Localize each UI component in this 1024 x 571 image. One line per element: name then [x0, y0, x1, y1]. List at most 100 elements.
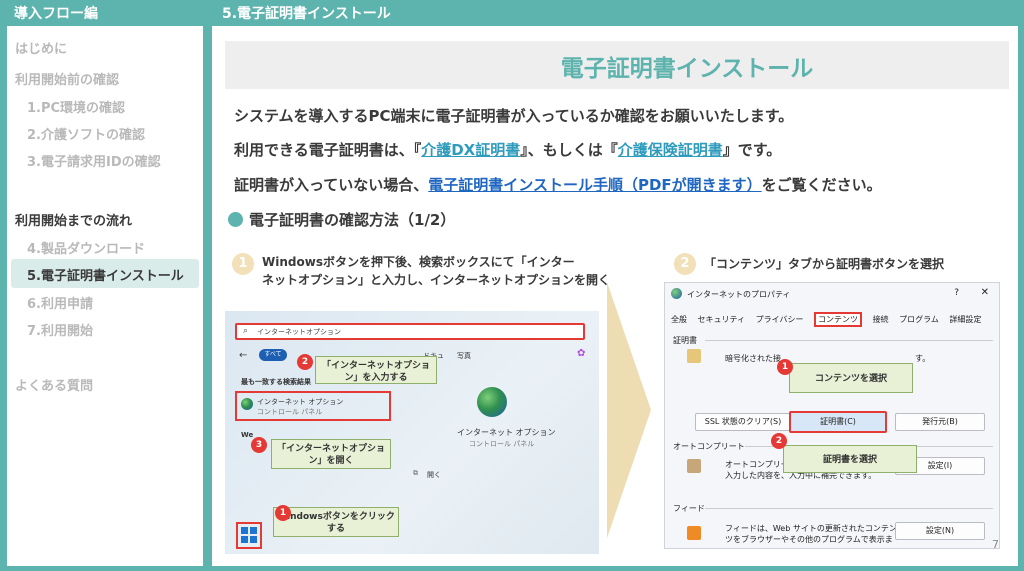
autocomplete-icon: [687, 459, 701, 473]
feeds-text-2: ツをブラウザーやその他のプログラムで表示ま: [725, 535, 893, 544]
step-1-description: Windowsボタンを押下後、検索ボックスにて「インター ネットオプション」と入…: [262, 253, 610, 289]
callout-1-number: 1: [777, 359, 793, 375]
tab-privacy[interactable]: プライバシー: [755, 315, 804, 324]
link-kaigo-dx-cert[interactable]: 介護DX証明書: [421, 141, 521, 159]
callout-3-number: 3: [251, 437, 267, 453]
section-heading: 電子証明書の確認方法（1/2）: [228, 209, 455, 230]
sidebar-item-cert-install[interactable]: 5.電子証明書インストール: [11, 259, 199, 288]
cert-section-label: 証明書: [673, 336, 697, 345]
sidebar-item-pc-env[interactable]: 1.PC環境の確認: [27, 101, 126, 116]
page-heading: 5.電子証明書インストール: [222, 6, 391, 22]
tab-content[interactable]: コンテンツ: [814, 312, 863, 327]
callout-select-certificate: 証明書を選択: [783, 445, 917, 473]
section-title: 導入フロー編: [14, 6, 98, 22]
preview-subtitle: コントロール パネル: [469, 440, 535, 448]
sidebar: はじめに 利用開始前の確認 1.PC環境の確認 2.介護ソフトの確認 3.電子請…: [7, 26, 203, 566]
internet-properties-dialog: インターネットのプロパティ ? ✕ 全般 セキュリティ プライバシー コンテンツ…: [664, 282, 1000, 549]
step-2-number: 2: [674, 253, 696, 275]
intro-line-3-text-b: をご覧ください。: [761, 176, 882, 194]
autocomplete-text-2: 入力した内容を、入力中に補完できます。: [725, 471, 877, 480]
open-icon: ⧉: [413, 469, 418, 477]
preview-internet-options-icon: [477, 387, 507, 417]
autocomplete-settings-button[interactable]: 設定(I): [895, 457, 985, 475]
feeds-settings-button[interactable]: 設定(N): [895, 522, 985, 540]
internet-options-icon: [241, 398, 253, 410]
search-input[interactable]: ⌕ インターネットオプション: [235, 323, 585, 340]
page-number: 7: [992, 538, 999, 551]
filter-all[interactable]: すべて: [259, 349, 287, 361]
sidebar-item-start[interactable]: 7.利用開始: [27, 324, 93, 339]
callout-type-internet-options: 「インターネットオプション」を入力する: [315, 356, 437, 384]
rss-feed-icon: [687, 526, 701, 540]
search-input-text: インターネットオプション: [257, 328, 341, 336]
close-icon[interactable]: ✕: [980, 287, 989, 298]
link-kaigo-hoken-cert[interactable]: 介護保険証明書: [617, 141, 723, 159]
cert-description: 暗号化された接: [725, 354, 781, 363]
callout-2-number: 2: [297, 354, 313, 370]
sidebar-item-application[interactable]: 6.利用申請: [27, 297, 93, 312]
tab-general[interactable]: 全般: [671, 315, 687, 324]
divider: [705, 340, 993, 341]
step-1-number: 1: [232, 253, 254, 275]
callout-click-windows: Windowsボタンをクリックする: [273, 507, 399, 537]
result-title: インターネット オプション: [257, 398, 344, 406]
page-title: 電子証明書インストール: [560, 56, 814, 82]
intro-line-3-text-a: 証明書が入っていない場合、: [234, 176, 429, 194]
help-icon[interactable]: ?: [954, 288, 959, 298]
feeds-section-label: フィード: [673, 504, 705, 513]
result-subtitle: コントロール パネル: [257, 408, 323, 416]
dialog-title: インターネットのプロパティ: [687, 290, 791, 299]
intro-line-3: 証明書が入っていない場合、電子証明書インストール手順（PDFが開きます）をご覧く…: [234, 174, 882, 195]
preview-title: インターネット オプション: [457, 428, 556, 437]
sidebar-item-faq[interactable]: よくある質問: [15, 379, 94, 394]
intro-line-2: 利用できる電子証明書は、『介護DX証明書』、もしくは『介護保険証明書』です。: [234, 139, 781, 160]
windows-search-screenshot: ⌕ インターネットオプション ← すべて ドキュ 写真 ✿ 最も一致する検索結果…: [225, 311, 599, 554]
best-match-label: 最も一致する検索結果: [241, 378, 311, 386]
dialog-tabs: 全般 セキュリティ プライバシー コンテンツ 接続 プログラム 詳細設定: [671, 312, 989, 327]
copilot-icon[interactable]: ✿: [577, 348, 586, 359]
certificates-button[interactable]: 証明書(C): [789, 411, 887, 433]
intro-line-2-text-b: 』、もしくは『: [520, 141, 618, 159]
clear-ssl-button[interactable]: SSL 状態のクリア(S): [695, 413, 791, 431]
internet-explorer-icon: [671, 288, 682, 299]
search-result-item[interactable]: [235, 391, 391, 421]
publishers-button[interactable]: 発行元(B): [895, 413, 985, 431]
title-banner: 電子証明書インストール: [225, 41, 1009, 89]
tab-advanced[interactable]: 詳細設定: [949, 315, 982, 324]
feeds-text-1: フィードは、Web サイトの更新されたコンテン: [725, 524, 897, 533]
step-1-line-2: ネットオプション」と入力し、インターネットオプションを開く: [262, 273, 611, 287]
windows-button-highlight: [236, 522, 262, 549]
sidebar-item-pre-check[interactable]: 利用開始前の確認: [15, 73, 120, 88]
autocomplete-text-1: オートコンプリート: [725, 460, 797, 469]
filter-photos[interactable]: 写真: [457, 352, 471, 360]
preview-open[interactable]: 開く: [427, 471, 441, 479]
autocomplete-section-label: オートコンプリート: [673, 442, 745, 451]
divider: [705, 508, 993, 509]
intro-line-2-text-a: 利用できる電子証明書は、『: [234, 141, 422, 159]
cert-description-tail: す。: [915, 354, 931, 363]
windows-start-icon[interactable]: [241, 527, 257, 543]
sidebar-item-billing-id[interactable]: 3.電子請求用IDの確認: [27, 155, 161, 170]
intro-line-1: システムを導入するPC端末に電子証明書が入っているか確認をお願いいたします。: [234, 107, 794, 125]
intro-line-2-text-c: 』です。: [722, 141, 782, 159]
callout-select-content: コンテンツを選択: [789, 363, 913, 393]
sidebar-item-flow[interactable]: 利用開始までの流れ: [15, 214, 133, 229]
certificate-icon: [687, 349, 701, 363]
sidebar-item-care-software[interactable]: 2.介護ソフトの確認: [27, 128, 145, 143]
tab-security[interactable]: セキュリティ: [697, 315, 746, 324]
bullet-dot: [228, 212, 243, 227]
header-bar: 導入フロー編 5.電子証明書インストール: [0, 0, 1024, 24]
web-label: We: [241, 431, 254, 439]
callout-open-internet-options: 「インターネットオプション」を開く: [271, 439, 391, 469]
step-1-line-1: Windowsボタンを押下後、検索ボックスにて「インター: [262, 255, 575, 269]
flow-arrow: [607, 282, 651, 538]
link-cert-install-pdf[interactable]: 電子証明書インストール手順（PDFが開きます）: [428, 176, 762, 194]
main-content: 電子証明書インストール システムを導入するPC端末に電子証明書が入っているか確認…: [212, 26, 1018, 566]
sidebar-item-intro[interactable]: はじめに: [15, 42, 68, 57]
tab-programs[interactable]: プログラム: [899, 315, 939, 324]
sidebar-item-download[interactable]: 4.製品ダウンロード: [27, 242, 145, 257]
dialog-titlebar: インターネットのプロパティ ? ✕: [665, 283, 999, 305]
section-heading-text: 電子証明書の確認方法（1/2）: [249, 211, 456, 229]
back-arrow-icon[interactable]: ←: [239, 350, 248, 361]
tab-connections[interactable]: 接続: [872, 315, 889, 324]
